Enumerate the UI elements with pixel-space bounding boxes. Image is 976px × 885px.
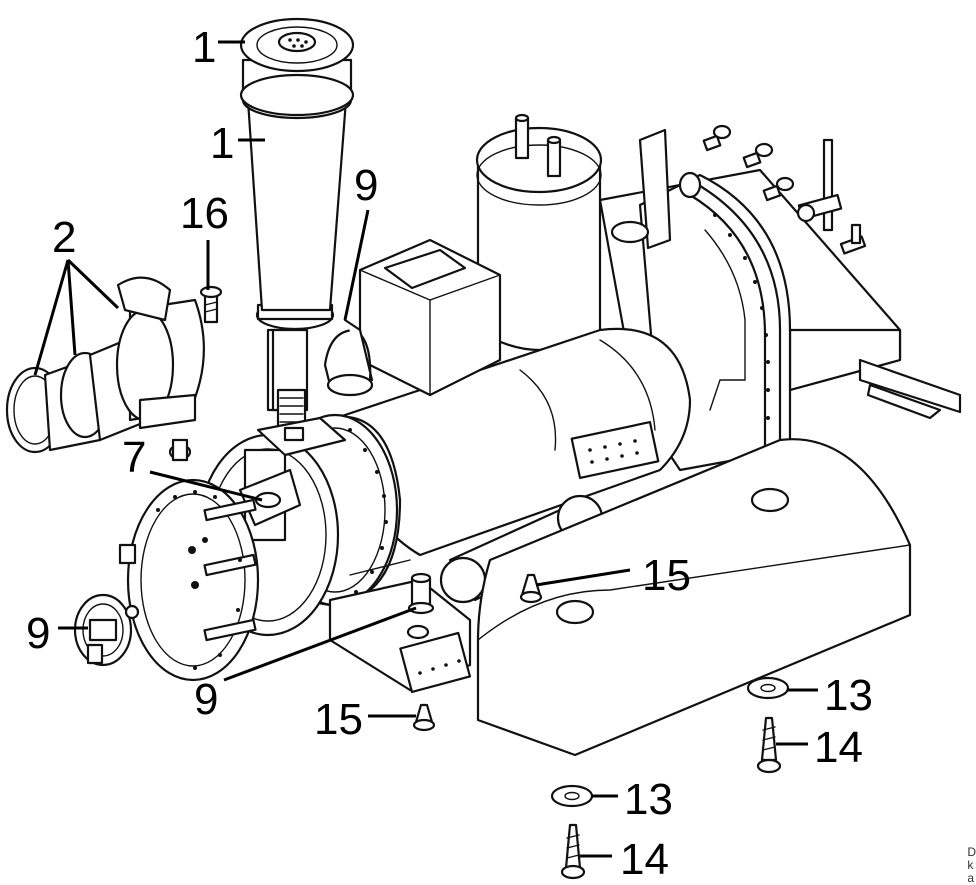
callout-14-bottom: 14	[620, 835, 669, 884]
callout-15-left: 15	[314, 695, 363, 744]
smokebox-door	[118, 478, 260, 682]
leader-lines	[33, 40, 818, 858]
callout-16-screw: 16	[180, 189, 229, 238]
lever	[796, 138, 843, 232]
callout-14-right: 14	[814, 723, 863, 772]
cab-pins	[702, 124, 867, 255]
callout-1-chimney-stack: 1	[210, 119, 234, 168]
screw-14-right	[756, 716, 782, 774]
washer-13-bottom	[550, 784, 594, 808]
lower-lamp	[168, 438, 435, 615]
chimney	[239, 17, 355, 457]
callout-labels: 1 1 2 9 16 7 9 9 15 15 13 14 13 14	[26, 23, 873, 884]
pin-2	[742, 142, 774, 169]
edge-text-line-2: k	[967, 858, 974, 872]
front-lamp	[73, 593, 140, 667]
dome-lamp	[323, 318, 374, 397]
callout-9-front-lamp: 9	[26, 609, 50, 658]
callout-13-bottom: 13	[624, 775, 673, 824]
callout-2-headlight: 2	[52, 213, 76, 262]
edge-text-line-3: a	[967, 871, 975, 885]
callout-13-right: 13	[824, 671, 873, 720]
edge-text-line-1: D	[967, 845, 976, 859]
callout-7-smokebox: 7	[122, 433, 146, 482]
cropped-edge-text: D k a	[967, 846, 976, 885]
pin-15-right	[519, 573, 543, 604]
pin-3	[762, 176, 795, 202]
screw-14-bottom	[560, 823, 586, 880]
callout-9-dome-lamp: 9	[354, 161, 378, 210]
boiler	[328, 327, 692, 557]
headlight-assembly	[5, 276, 205, 454]
small-pin	[839, 223, 867, 255]
water-tank	[476, 438, 912, 757]
pin-1	[702, 124, 732, 152]
pin-15-left	[412, 703, 436, 732]
washer-13-right	[746, 676, 790, 700]
callout-15-right: 15	[642, 551, 691, 600]
callout-1-chimney-top: 1	[192, 23, 216, 72]
screw-16	[199, 285, 223, 324]
callout-9-lower-lamp: 9	[194, 675, 218, 724]
